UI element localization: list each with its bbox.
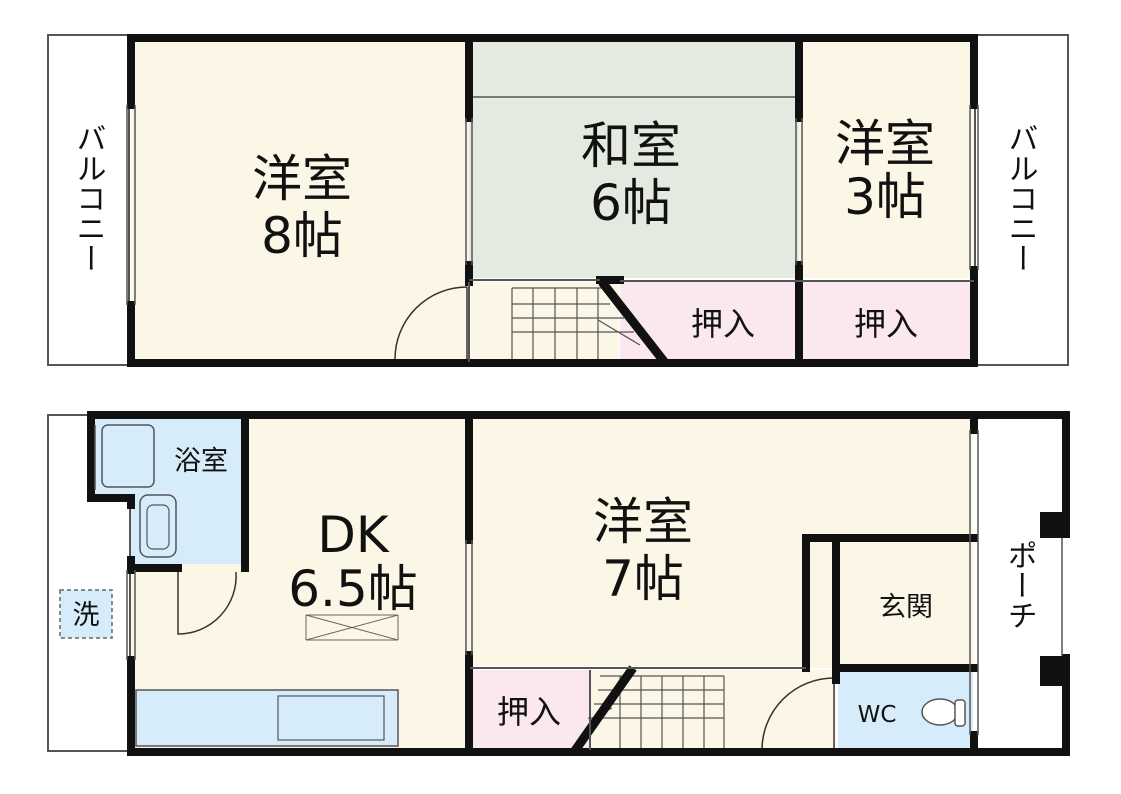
room-japanese-6-size: 6帖	[590, 174, 672, 232]
dk-ceiling-marker	[305, 614, 399, 641]
balcony-left-label: バルコニー	[71, 123, 106, 273]
kitchen-counter	[135, 689, 399, 747]
door-swing-upper	[394, 286, 468, 360]
balcony-right-label: バルコニー	[1003, 123, 1038, 273]
room-western-8-name: 洋室	[252, 150, 352, 208]
closet-center-label: 押入	[691, 305, 755, 343]
upper-stair-area	[469, 282, 619, 362]
room-western-7-size: 7帖	[602, 550, 684, 608]
room-japanese-6	[469, 38, 799, 278]
wash-basin	[139, 494, 177, 558]
dk-name: DK	[317, 506, 390, 564]
room-western-3-size: 3帖	[844, 168, 926, 226]
room-japanese-6-name: 和室	[581, 117, 681, 175]
lower-closet-label: 押入	[497, 693, 561, 731]
door-swing-washroom	[177, 570, 237, 635]
room-western-7-name: 洋室	[593, 493, 693, 551]
lower-closet	[470, 670, 590, 750]
lower-stair-area	[590, 670, 836, 750]
room-western-3-name: 洋室	[835, 115, 935, 173]
upper-staircase	[511, 287, 641, 362]
balcony-right	[974, 34, 1069, 366]
balcony-left	[47, 34, 130, 366]
upper-floor: 洋室 8帖 和室 6帖 洋室 3帖 押入 押入 バルコニー バルコニー	[47, 34, 1069, 367]
wc-label: WC	[858, 702, 897, 728]
room-western-3	[799, 38, 974, 278]
laundry-label: 洗	[73, 600, 100, 631]
room-western-8-size: 8帖	[261, 207, 343, 265]
bathtub	[101, 424, 155, 488]
closet-right	[800, 282, 973, 362]
toilet-icon	[921, 698, 959, 726]
door-swing-hall	[761, 677, 835, 751]
room-western-8	[131, 38, 469, 365]
closet-right-label: 押入	[854, 305, 918, 343]
bathroom-label: 浴室	[174, 446, 228, 477]
entrance-label: 玄関	[879, 592, 933, 623]
porch-label: ポーチ	[1002, 540, 1037, 630]
porch	[975, 418, 1067, 752]
laundry-spot	[59, 589, 113, 639]
dk-size: 6.5帖	[288, 560, 418, 618]
lower-floor: 浴室 DK 6.5帖 洋室 7帖 玄関 WC 押入 洗 ポーチ	[47, 411, 1070, 756]
